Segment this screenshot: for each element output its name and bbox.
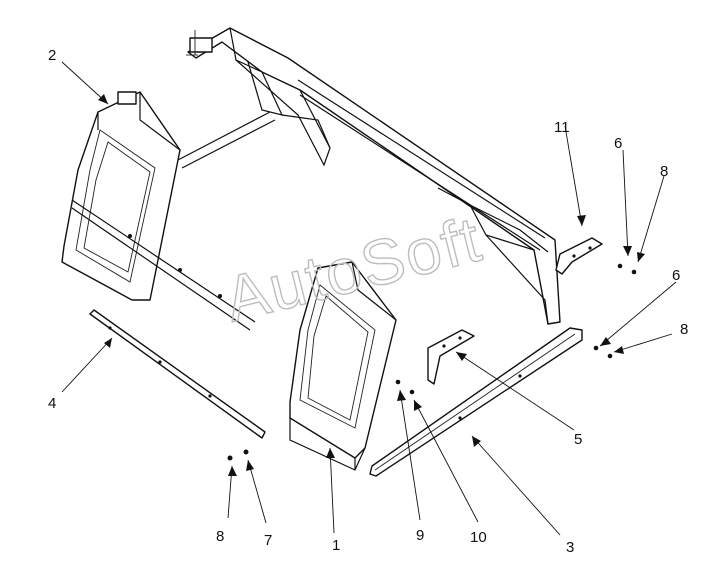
callout-4: 4 [48,395,56,412]
callout-8-right: 8 [680,321,688,338]
callout-11: 11 [554,119,570,136]
front-side-panel [289,261,397,471]
callout-8-top: 8 [660,163,668,180]
callout-6-top: 6 [614,135,622,152]
center-bracket [427,329,475,385]
cross-tube [177,111,276,169]
callout-6-right: 6 [672,267,680,284]
callout-7: 7 [264,532,272,549]
callout-5: 5 [574,431,582,448]
lower-left-rail [89,309,266,439]
callout-9: 9 [416,527,424,544]
right-bracket [555,237,603,275]
callout-1: 1 [332,537,340,554]
callout-2: 2 [48,47,56,64]
leader-lines [61,61,677,536]
callout-8-left: 8 [216,528,224,545]
callout-labels: 2 4 8 7 1 9 10 3 5 11 6 8 6 8 [48,47,688,556]
left-side-panel [61,91,181,301]
callout-10: 10 [470,529,487,546]
callout-3: 3 [566,539,574,556]
fasteners [227,263,637,461]
rear-frame-assembly [186,27,561,325]
diagonal-rail [71,199,256,331]
front-rail [369,327,583,477]
